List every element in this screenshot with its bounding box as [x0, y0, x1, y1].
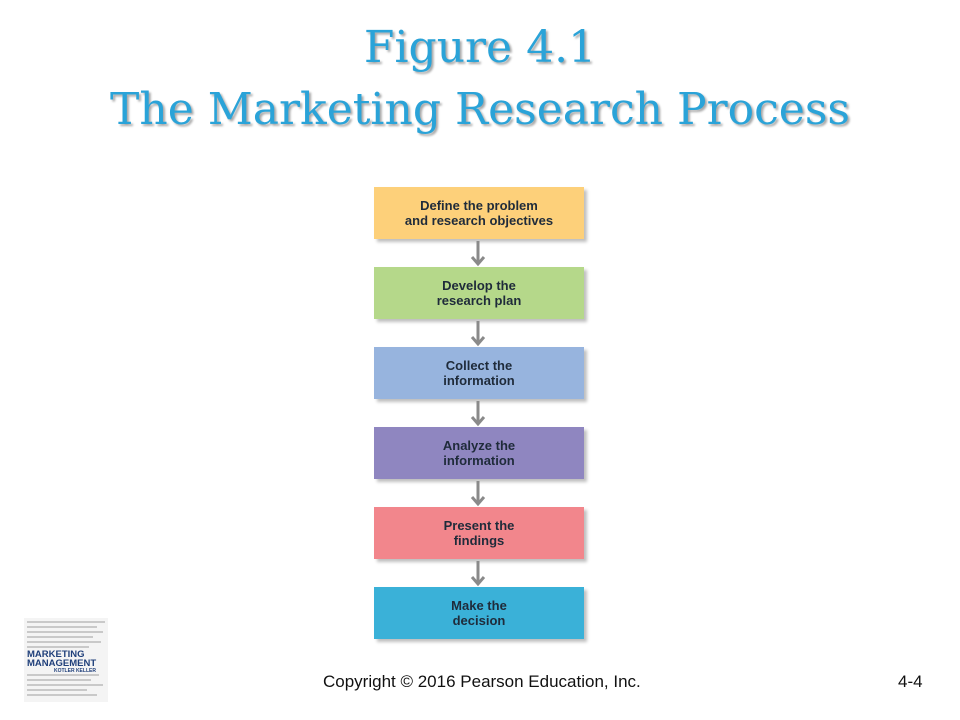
down-arrow-icon — [470, 321, 486, 347]
logo-text-management: MANAGEMENT — [27, 658, 96, 669]
down-arrow-icon — [470, 561, 486, 587]
slide-number: 4-4 — [898, 672, 923, 691]
slide-title-line-1: Figure 4.1 — [363, 22, 597, 73]
down-arrow-icon — [470, 401, 486, 427]
step-make-decision: Make the decision — [374, 587, 584, 639]
step-analyze-information: Analyze the information — [374, 427, 584, 479]
step-label: Present the findings — [443, 518, 515, 548]
logo-text-authors: KOTLER KELLER — [54, 668, 96, 674]
step-present-findings: Present the findings — [374, 507, 584, 559]
book-cover-logo: MARKETING MANAGEMENT KOTLER KELLER — [24, 618, 108, 702]
step-collect-information: Collect the information — [374, 347, 584, 399]
copyright-text: Copyright © 2016 Pearson Education, Inc. — [323, 672, 641, 691]
step-define-problem: Define the problem and research objectiv… — [374, 187, 584, 239]
slide-title-line-2: The Marketing Research Process — [110, 84, 850, 135]
logo-text-marketing: MARKETING — [27, 649, 85, 660]
step-label: Develop the research plan — [436, 278, 522, 308]
step-label: Collect the information — [443, 358, 515, 388]
step-develop-plan: Develop the research plan — [374, 267, 584, 319]
step-label: Make the decision — [451, 598, 507, 628]
step-label: Define the problem and research objectiv… — [404, 198, 554, 228]
step-label: Analyze the information — [442, 438, 516, 468]
down-arrow-icon — [470, 481, 486, 507]
down-arrow-icon — [470, 241, 486, 267]
